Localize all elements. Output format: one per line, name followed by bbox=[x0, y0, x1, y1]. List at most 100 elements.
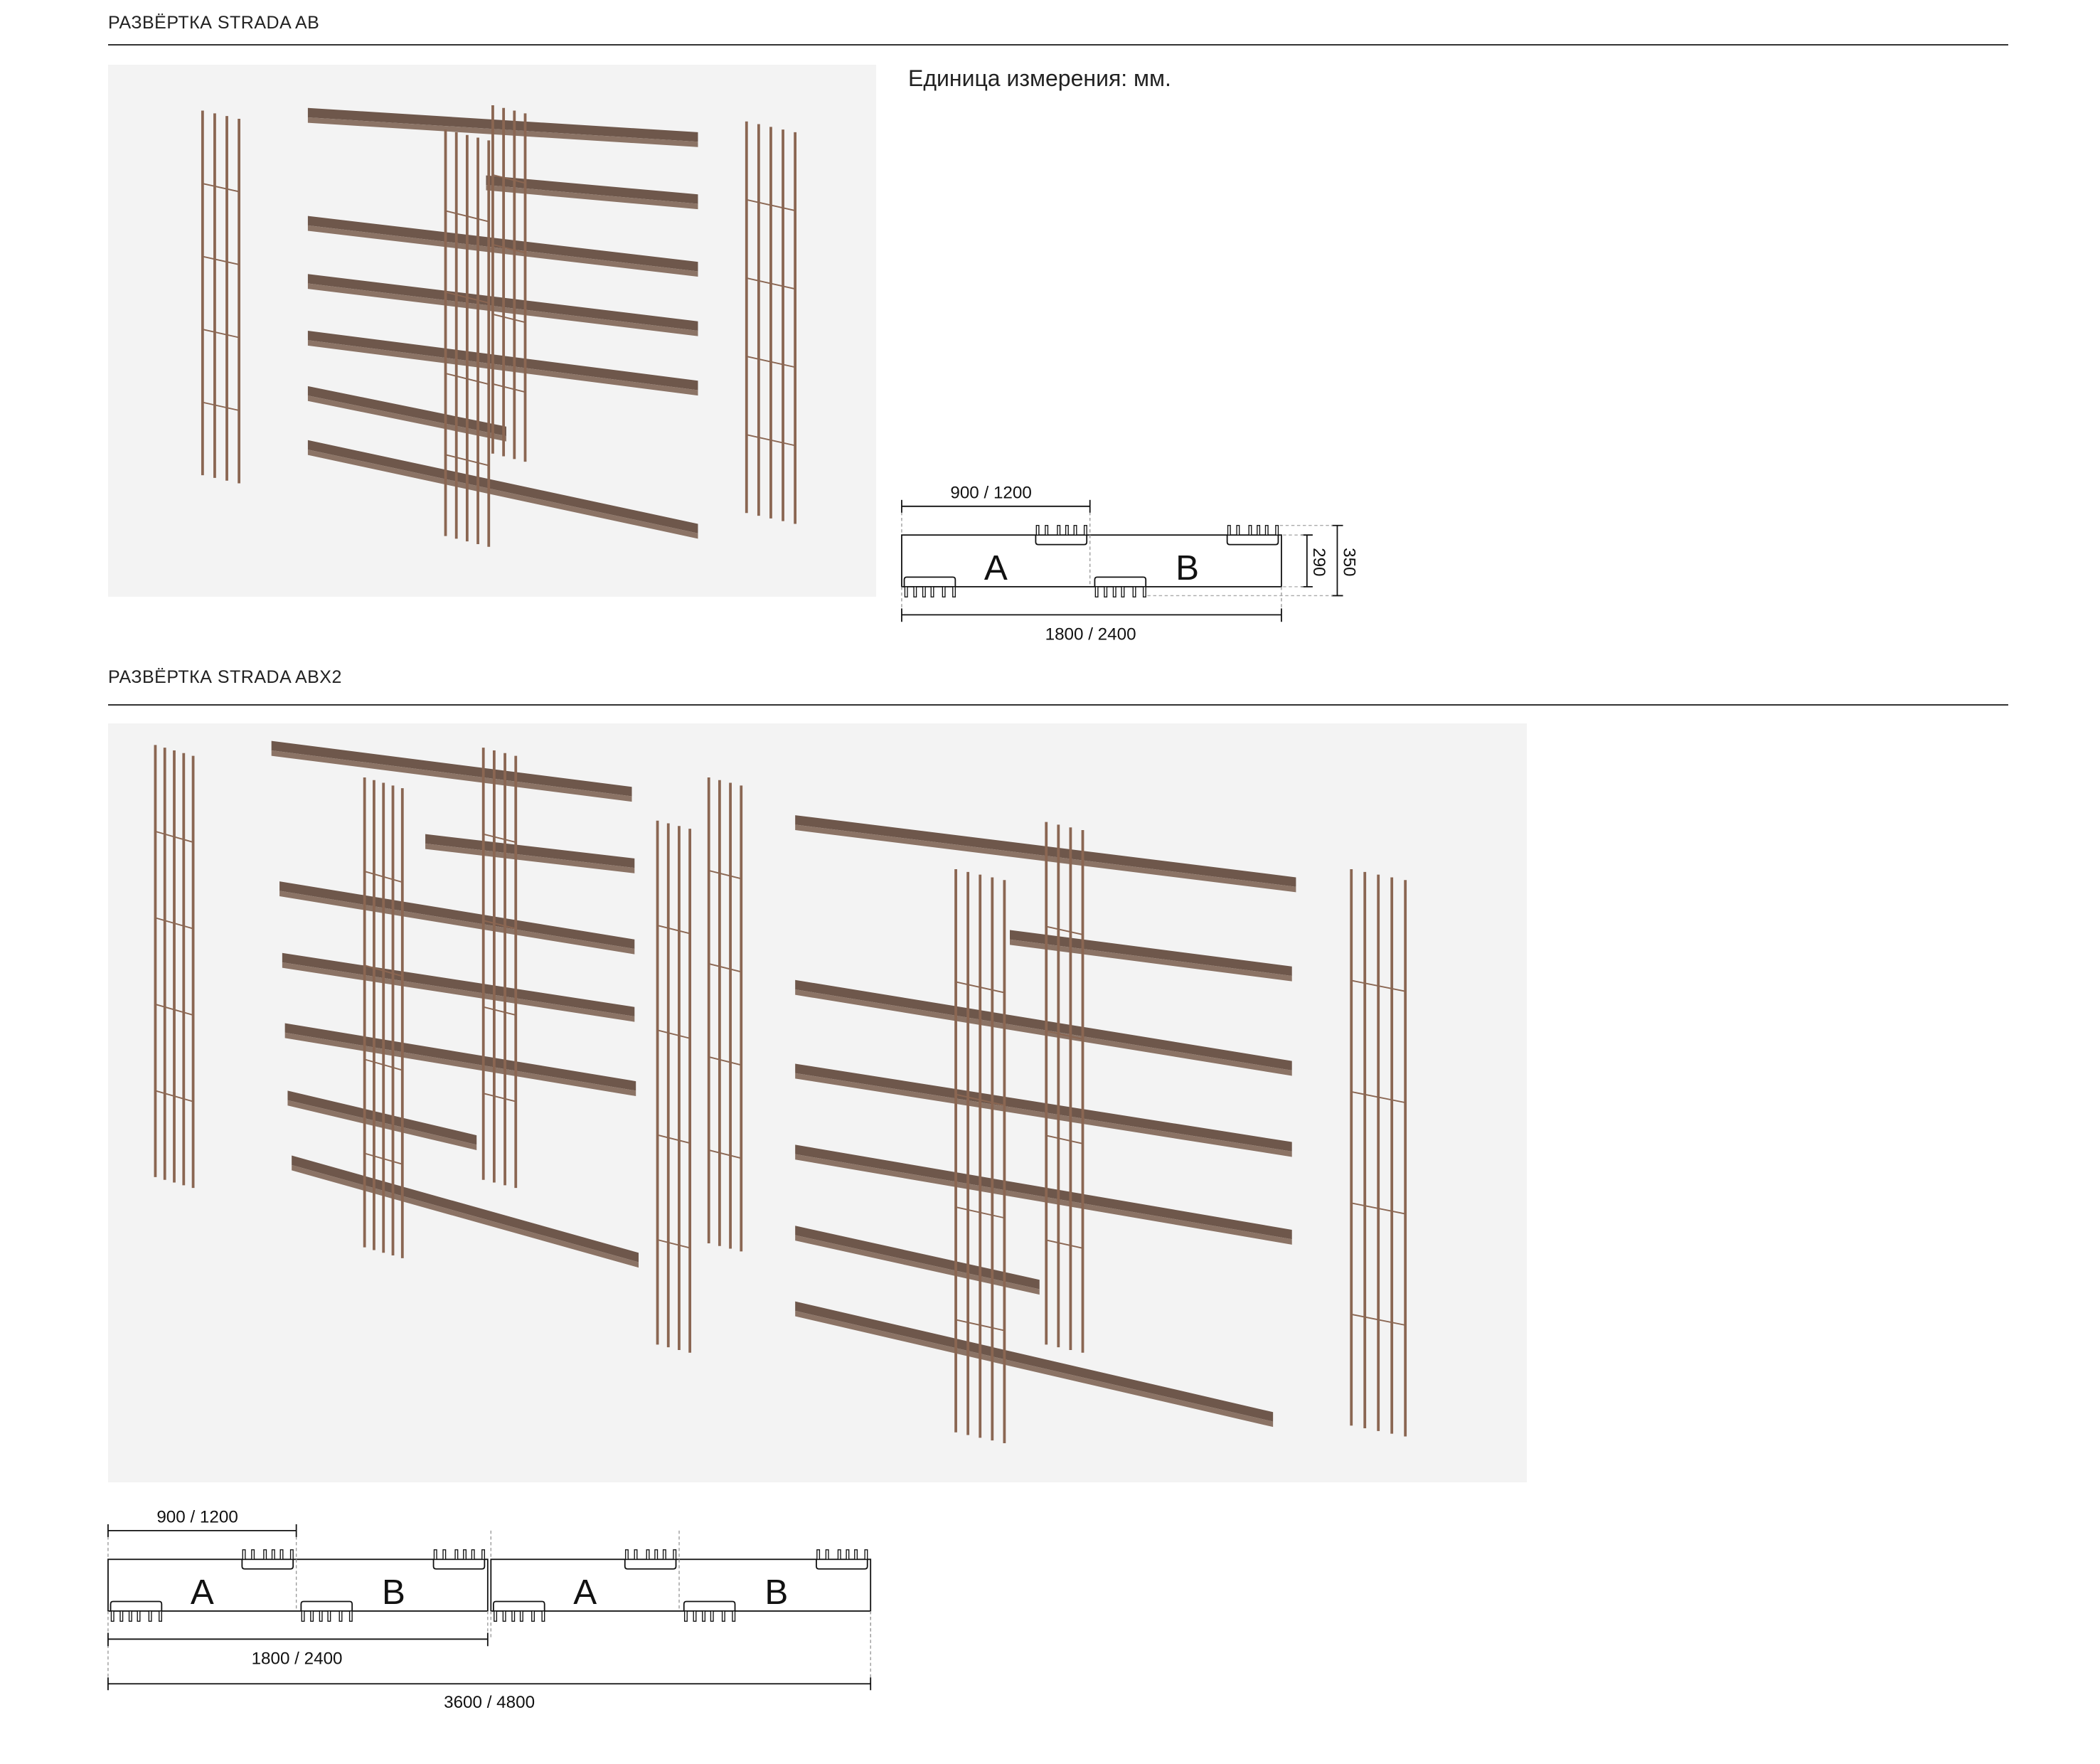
rod-crossbar bbox=[445, 291, 489, 304]
dimension-lines bbox=[901, 499, 1343, 622]
rod-crossbar bbox=[445, 373, 489, 386]
shelf bbox=[795, 1301, 1274, 1422]
rod-crossbar bbox=[492, 243, 526, 254]
rod-crossbar bbox=[746, 356, 796, 368]
rod-crossbar bbox=[483, 920, 516, 930]
rod-crossbar bbox=[445, 454, 489, 467]
rod-crossbar bbox=[708, 1056, 742, 1066]
shelf bbox=[282, 952, 635, 1016]
rod-crossbar bbox=[202, 329, 240, 339]
total-width-label: 1800 / 2400 bbox=[1045, 625, 1136, 644]
rod-crossbar bbox=[1046, 1239, 1083, 1249]
rod-crossbar bbox=[445, 210, 489, 223]
module-width-label: 900 / 1200 bbox=[156, 1508, 238, 1527]
depth-290-label: 290 bbox=[1309, 548, 1328, 576]
shelf bbox=[486, 175, 698, 204]
shelf-edge bbox=[271, 750, 632, 802]
rod-crossbar bbox=[1351, 979, 1406, 992]
rod-crossbar bbox=[483, 833, 516, 843]
rod-crossbar bbox=[155, 1090, 193, 1102]
rod-crossbar bbox=[708, 1149, 742, 1159]
shelf bbox=[795, 1144, 1292, 1240]
section-divider bbox=[108, 44, 2008, 46]
module-ab bbox=[902, 506, 1281, 615]
shelf-edge bbox=[795, 1073, 1292, 1157]
rod-crossbar bbox=[364, 1058, 403, 1071]
rod-crossbar bbox=[746, 434, 796, 447]
shelf bbox=[292, 1155, 639, 1263]
shelf-edge bbox=[486, 184, 698, 210]
shelf bbox=[307, 440, 698, 533]
rod-crossbar bbox=[746, 277, 796, 290]
strada-abx2-render bbox=[108, 723, 1527, 1482]
shelf bbox=[284, 1023, 636, 1091]
shelf-edge bbox=[279, 891, 635, 955]
rod-crossbar bbox=[1351, 1202, 1406, 1215]
rod-crossbar bbox=[657, 1029, 691, 1039]
shelf-edge bbox=[425, 843, 635, 873]
depth-350-label: 350 bbox=[1339, 548, 1358, 576]
module-label-b: B bbox=[1176, 548, 1199, 588]
rod-crossbar bbox=[364, 1152, 403, 1165]
section-title-ab: РАЗВЁРТКА STRADA AB bbox=[108, 13, 320, 33]
strada-ab-render bbox=[108, 65, 876, 597]
shelf-edge bbox=[795, 1310, 1274, 1428]
rod-crossbar bbox=[955, 1093, 1005, 1106]
rod-crossbar bbox=[202, 255, 240, 265]
shelf bbox=[795, 979, 1292, 1070]
shelf bbox=[307, 386, 506, 437]
section-divider bbox=[108, 704, 2008, 706]
rod-crossbar bbox=[1046, 1030, 1083, 1040]
shelf bbox=[271, 740, 632, 797]
units-note: Единица измерения: мм. bbox=[908, 65, 1171, 91]
rod-crossbar bbox=[657, 925, 691, 935]
rod-crossbar bbox=[492, 174, 526, 184]
module-label-a: A bbox=[984, 548, 1008, 588]
shelf-edge bbox=[307, 450, 698, 539]
shelf bbox=[425, 834, 635, 868]
shelf-edge bbox=[292, 1164, 639, 1268]
rod-crossbar bbox=[708, 963, 742, 973]
shelf-edge bbox=[284, 1032, 636, 1097]
rod-crossbar bbox=[708, 870, 742, 880]
strada-abx2-layout-diagram: A B A B 900 / 1200 1800 / 2400 3600 / 48… bbox=[107, 1508, 872, 1712]
section-title-abx2: РАЗВЁРТКА STRADA ABX2 bbox=[108, 667, 342, 687]
rod-crossbar bbox=[202, 183, 240, 193]
rod-crossbar bbox=[1351, 1313, 1406, 1326]
rod-crossbar bbox=[492, 383, 526, 393]
module-ab-2 bbox=[491, 1531, 870, 1640]
module-ab-1 bbox=[108, 1531, 488, 1640]
rod-crossbar bbox=[483, 1006, 516, 1016]
shelf bbox=[795, 1226, 1040, 1290]
rod-crossbar bbox=[746, 198, 796, 211]
rod-crossbar bbox=[1046, 1135, 1083, 1144]
rod-crossbar bbox=[657, 1134, 691, 1144]
rod-crossbar bbox=[955, 1319, 1005, 1332]
rod-crossbar bbox=[364, 871, 403, 883]
rod-crossbar bbox=[1351, 1091, 1406, 1104]
rod-crossbar bbox=[492, 313, 526, 324]
shelf-edge bbox=[307, 395, 506, 442]
shelf-edge bbox=[795, 1154, 1292, 1245]
module-label-b: B bbox=[382, 1573, 405, 1612]
module-label-a: A bbox=[191, 1573, 214, 1612]
shelf-edge bbox=[795, 989, 1292, 1076]
module-width-label: 900 / 1200 bbox=[950, 484, 1031, 503]
shelf-edge bbox=[1009, 939, 1292, 982]
rod-crossbar bbox=[155, 1003, 193, 1016]
rod-crossbar bbox=[202, 401, 240, 411]
total-width-label: 3600 / 4800 bbox=[444, 1693, 535, 1712]
shelf-edge bbox=[282, 962, 635, 1022]
module-label-b: B bbox=[764, 1573, 788, 1612]
rod-crossbar bbox=[1046, 925, 1083, 935]
rod-crossbar bbox=[483, 1093, 516, 1102]
rod-crossbar bbox=[955, 981, 1005, 994]
strada-ab-layout-diagram: A B 900 / 1200 1800 / 2400 290 350 bbox=[901, 484, 1358, 644]
pair-width-label: 1800 / 2400 bbox=[252, 1649, 343, 1668]
shelf-edge bbox=[795, 1235, 1040, 1295]
shelf bbox=[1009, 930, 1292, 977]
dimension-lines bbox=[107, 1524, 872, 1691]
rod-crossbar bbox=[155, 917, 193, 930]
shelf bbox=[279, 881, 635, 950]
module-label-a: A bbox=[573, 1573, 597, 1612]
